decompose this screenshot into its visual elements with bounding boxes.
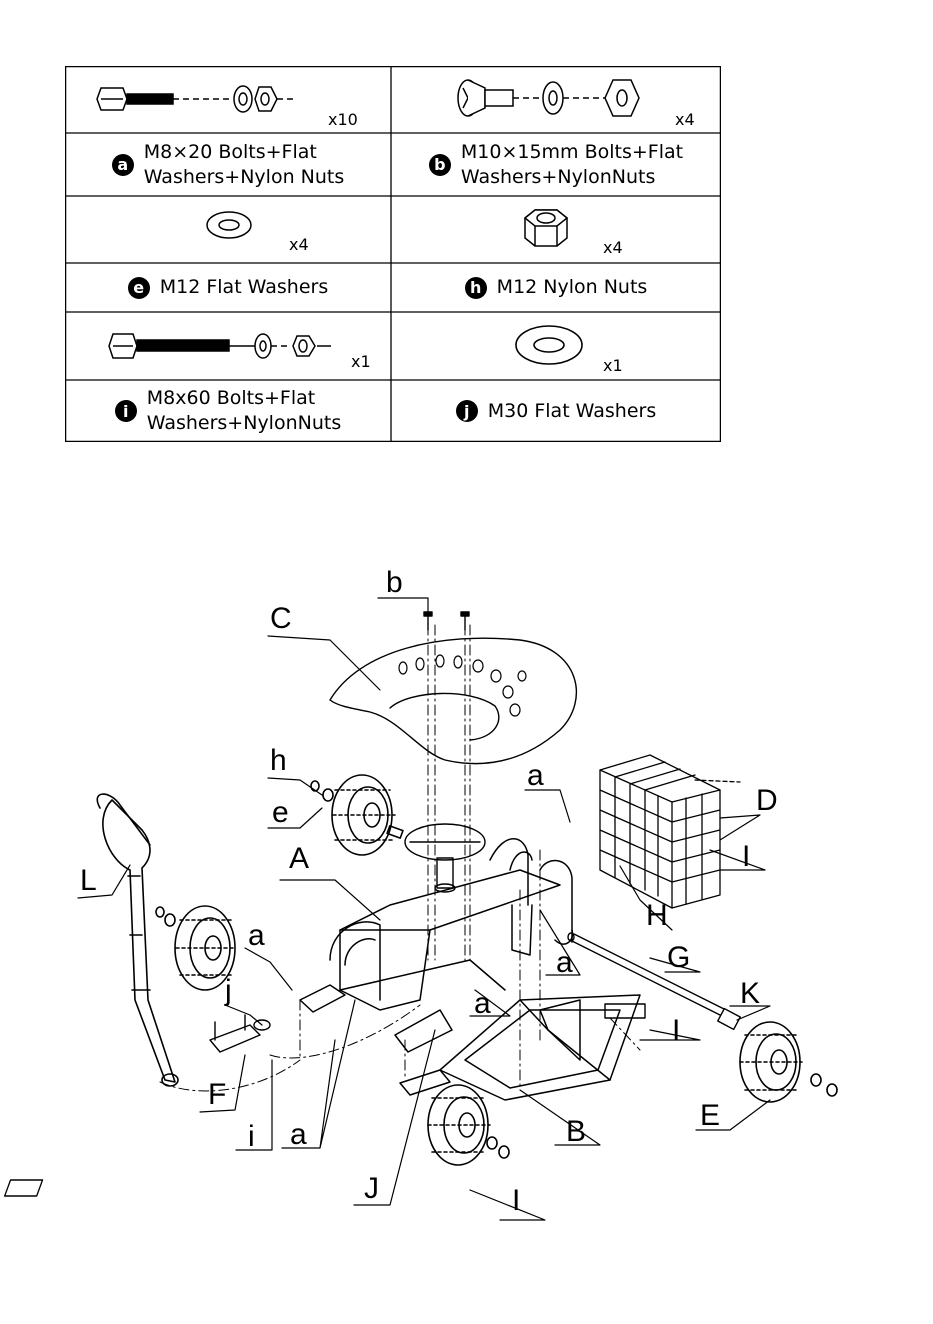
part-letter-badge: i [115, 400, 137, 422]
label-j-rod: J [364, 1172, 379, 1205]
label-i-bolt: i [248, 1120, 255, 1153]
nylon-nut-icon-h [525, 210, 567, 246]
label-g: G [667, 941, 690, 974]
part-letter-badge: b [429, 154, 451, 176]
spacer-part-k [718, 1009, 740, 1030]
plate-i-bottom [5, 1180, 43, 1196]
large-flat-washer-icon-j [516, 326, 582, 364]
quantity-i: x1 [351, 352, 371, 371]
part-h-description: h M12 Nylon Nuts [391, 263, 721, 312]
part-letter-badge: a [112, 154, 134, 176]
wheel-left [156, 906, 235, 990]
label-e: e [272, 796, 289, 829]
long-bolt-washer-nut-icon-i [109, 334, 331, 358]
part-letter-badge: e [128, 277, 150, 299]
label-a-bottom: a [290, 1118, 307, 1151]
label-k: K [740, 977, 760, 1010]
plate-i-right [605, 1004, 645, 1018]
label-j: j [224, 974, 232, 1007]
label-c: C [270, 602, 292, 635]
label-f: F [208, 1078, 226, 1111]
label-a-right: a [556, 946, 573, 979]
part-letter-badge: j [456, 400, 478, 422]
quantity-e: x4 [289, 235, 309, 254]
label-a-middle: a [474, 987, 491, 1020]
bolt-washer-nut-icon-a [97, 86, 293, 112]
label-l: L [80, 864, 97, 897]
exploded-assembly-diagram: b C h e a D I L A H a a G j K a I F B E … [0, 560, 933, 1280]
bracket-part-f [210, 1015, 270, 1052]
axle-rod-part-g [568, 933, 724, 1015]
label-i-bottom: I [512, 1184, 520, 1217]
label-a-frame: A [289, 842, 309, 875]
part-letter-badge: h [465, 277, 487, 299]
label-h: h [270, 744, 287, 777]
main-frame-part-a [300, 839, 573, 1052]
quantity-b: x4 [675, 110, 695, 129]
handle-part-l [97, 794, 178, 1086]
label-h-bolt: H [646, 899, 668, 932]
bolt-washer-nut-icon-b [458, 80, 639, 116]
quantity-a: x10 [328, 110, 358, 129]
seat-part-c [330, 638, 576, 763]
label-i-basket: I [742, 840, 750, 873]
label-d: D [756, 784, 778, 817]
label-i-right: I [672, 1014, 680, 1047]
wheel-right-part-e [740, 1022, 837, 1102]
part-j-description: j M30 Flat Washers [391, 380, 721, 442]
label-b-tray: B [566, 1115, 586, 1148]
basket-part-d [600, 755, 740, 908]
part-e-description: e M12 Flat Washers [65, 263, 391, 312]
label-e-wheel: E [700, 1099, 720, 1132]
quantity-h: x4 [603, 238, 623, 257]
wheel-top [311, 775, 403, 855]
label-a-top: a [527, 759, 544, 792]
label-b: b [386, 566, 403, 599]
seat-plate [405, 824, 485, 892]
quantity-j: x1 [603, 356, 623, 375]
label-a-left: a [248, 919, 265, 952]
flat-washer-icon-e [207, 212, 251, 238]
